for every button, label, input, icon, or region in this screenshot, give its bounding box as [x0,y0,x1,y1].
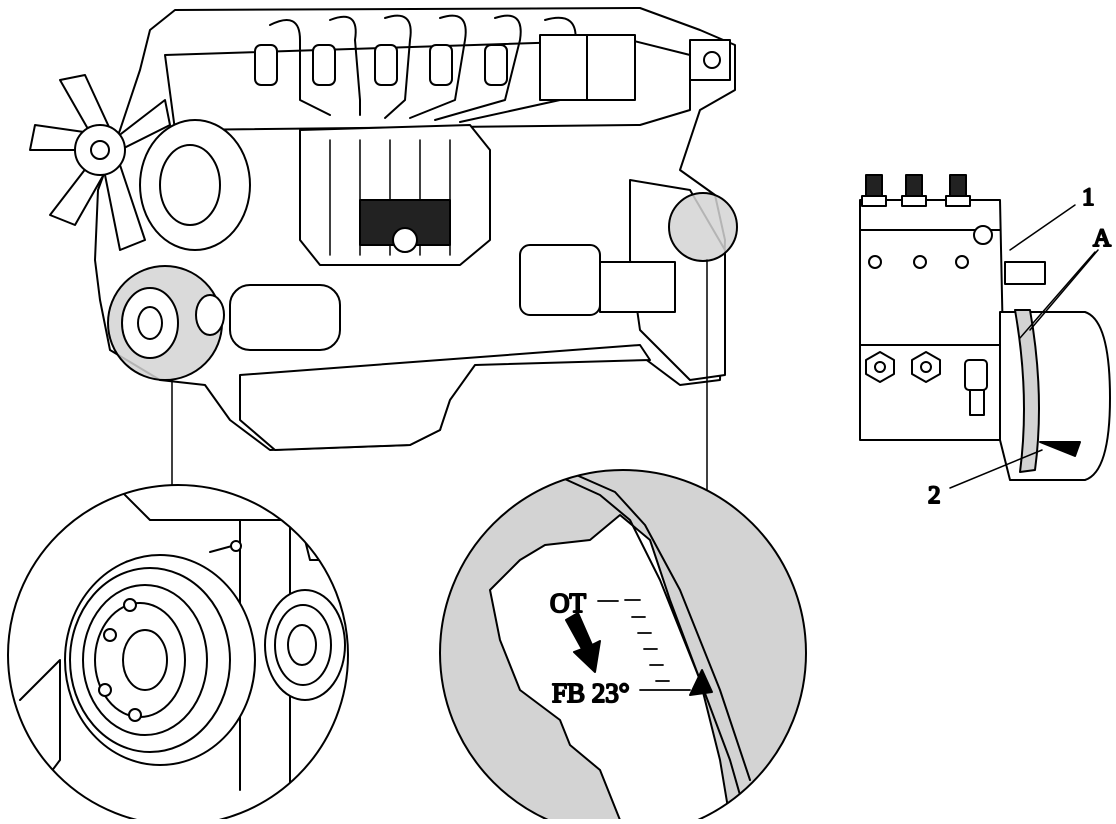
engine-illustration [29,7,738,501]
pump-flange-mark [1014,309,1040,473]
callout-2: 2 [928,482,941,509]
injectors [254,44,508,86]
thermostat-housing [689,39,731,81]
alternator [139,119,251,251]
callout-a: A [1093,225,1111,252]
callout-1: 1 [1082,184,1095,211]
crank-pulley-detail [7,484,349,824]
ot-label: OT [550,588,586,618]
oil-pan [239,344,651,451]
starter-motor [519,244,601,316]
pump-side-view: 1 A 2 [859,174,1112,510]
fb-label: FB 23° [552,678,630,708]
degree-ticks [597,599,691,691]
rotation-arrow-icon [565,612,601,673]
flywheel-highlight [668,192,738,262]
gear-housing [229,284,341,351]
timing-pointer [689,669,713,696]
flywheel-mark-detail: OT FB 23° [439,469,807,824]
cooling-fan [29,74,171,251]
pump-outlets [861,174,971,207]
